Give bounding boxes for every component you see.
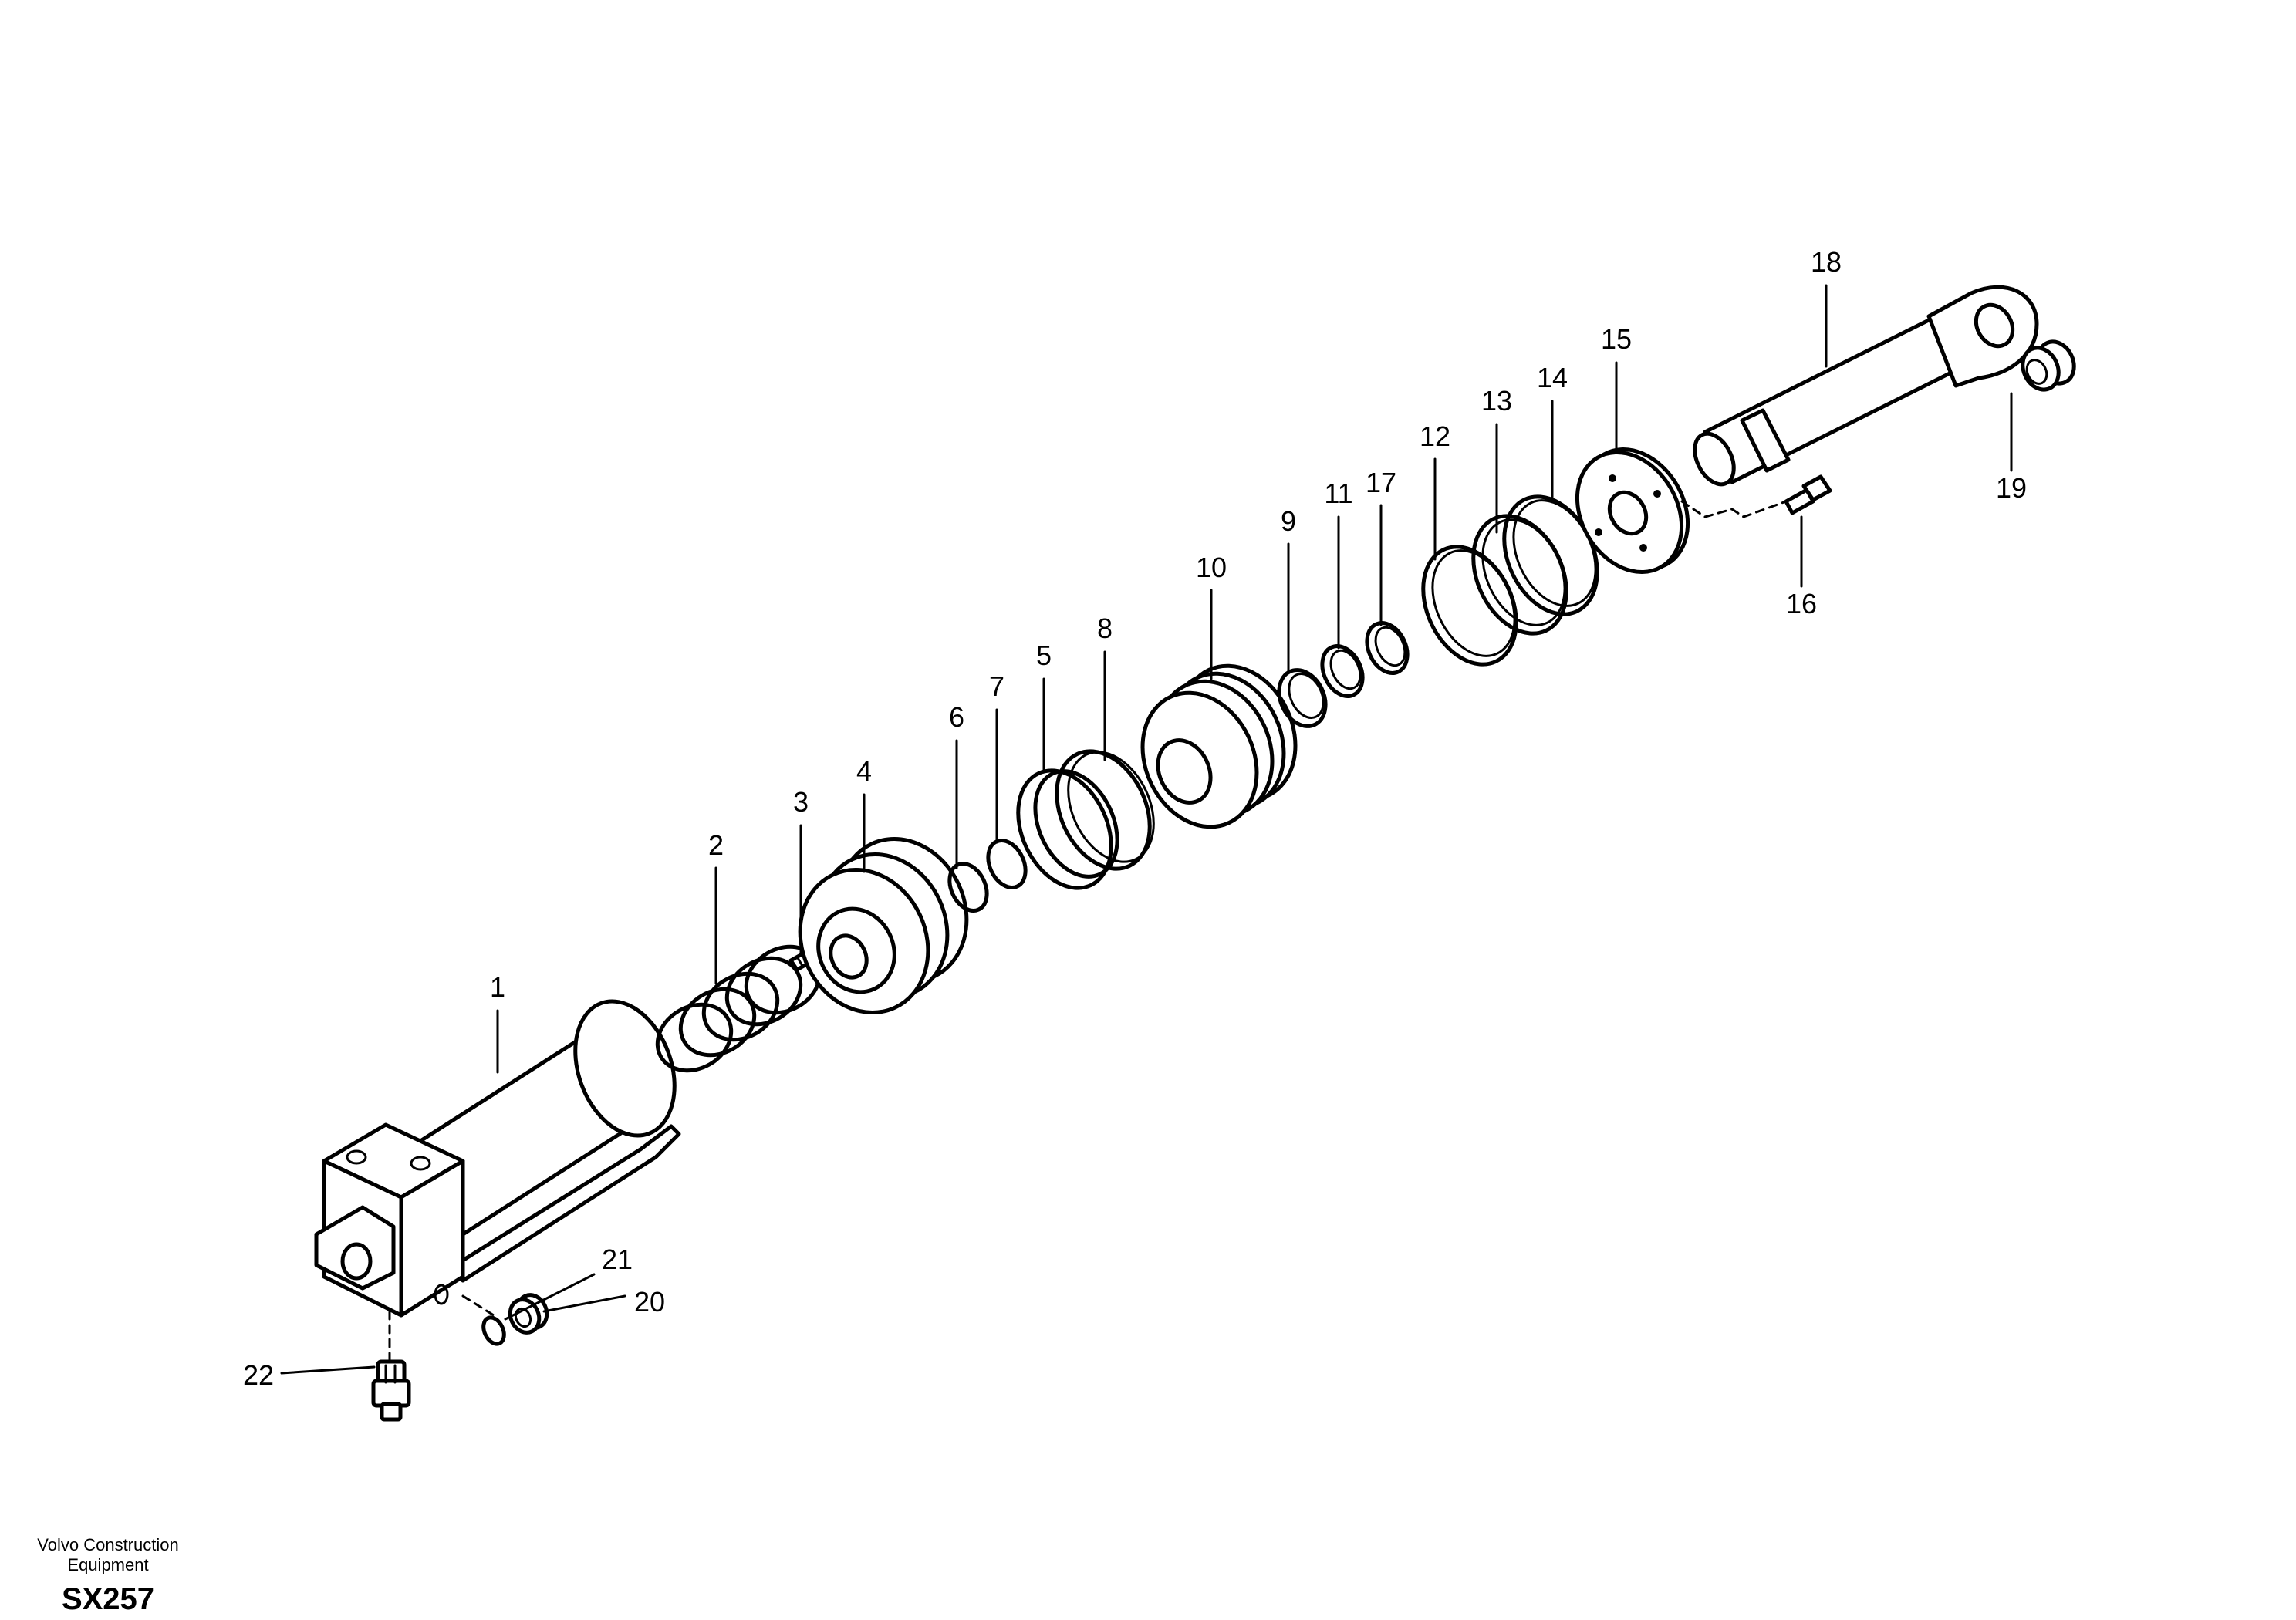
part-17-ring: [1365, 621, 1410, 675]
dashed-line-21: [461, 1294, 495, 1317]
part-8-ring: [1055, 749, 1155, 871]
part-21-o-ring: [481, 1315, 506, 1346]
label-part-11: 11: [1324, 478, 1352, 509]
footer-company-line2: Equipment: [67, 1555, 148, 1574]
label-part-12: 12: [1420, 420, 1450, 452]
label-part-22: 22: [243, 1359, 274, 1391]
label-part-2: 2: [708, 829, 724, 861]
label-part-8: 8: [1097, 613, 1113, 644]
label-part-3: 3: [793, 786, 809, 818]
label-part-1: 1: [490, 971, 505, 1003]
label-part-20: 20: [634, 1286, 665, 1318]
label-part-13: 13: [1481, 385, 1512, 417]
label-part-17: 17: [1366, 467, 1396, 498]
label-part-14: 14: [1537, 362, 1568, 393]
part-16-bolt: [1784, 474, 1832, 515]
part-19-bushing: [2021, 339, 2076, 392]
footer-company-line1: Volvo Construction: [37, 1535, 178, 1554]
label-part-16: 16: [1786, 588, 1817, 619]
label-part-5: 5: [1036, 640, 1052, 671]
label-part-15: 15: [1601, 323, 1632, 355]
part-4-piston: [798, 837, 969, 1014]
part-13-ring: [1471, 514, 1568, 636]
part-10-gland: [1140, 663, 1298, 829]
label-part-6: 6: [949, 701, 964, 733]
part-20-plug: [508, 1293, 549, 1335]
part-9-ring: [1277, 668, 1328, 728]
dashed-assembly-line: [1680, 500, 1788, 518]
label-part-19: 19: [1996, 472, 2027, 504]
label-part-9: 9: [1281, 505, 1296, 537]
part-2-spring: [655, 944, 822, 1073]
label-part-21: 21: [602, 1244, 633, 1275]
label-part-7: 7: [989, 670, 1004, 702]
label-part-10: 10: [1196, 552, 1227, 583]
label-part-4: 4: [856, 755, 872, 787]
leader-lines: [280, 284, 2013, 1375]
footer-diagram-code: SX257: [62, 1582, 154, 1616]
part-18-piston-rod: [1693, 285, 2039, 487]
label-part-18: 18: [1811, 246, 1842, 278]
part-15-flange-plate: [1575, 447, 1690, 574]
part-22-fitting: [371, 1359, 411, 1422]
part-11-ring: [1320, 644, 1365, 698]
part-12-ring: [1421, 545, 1518, 667]
part-1-cylinder-barrel: [314, 999, 681, 1318]
